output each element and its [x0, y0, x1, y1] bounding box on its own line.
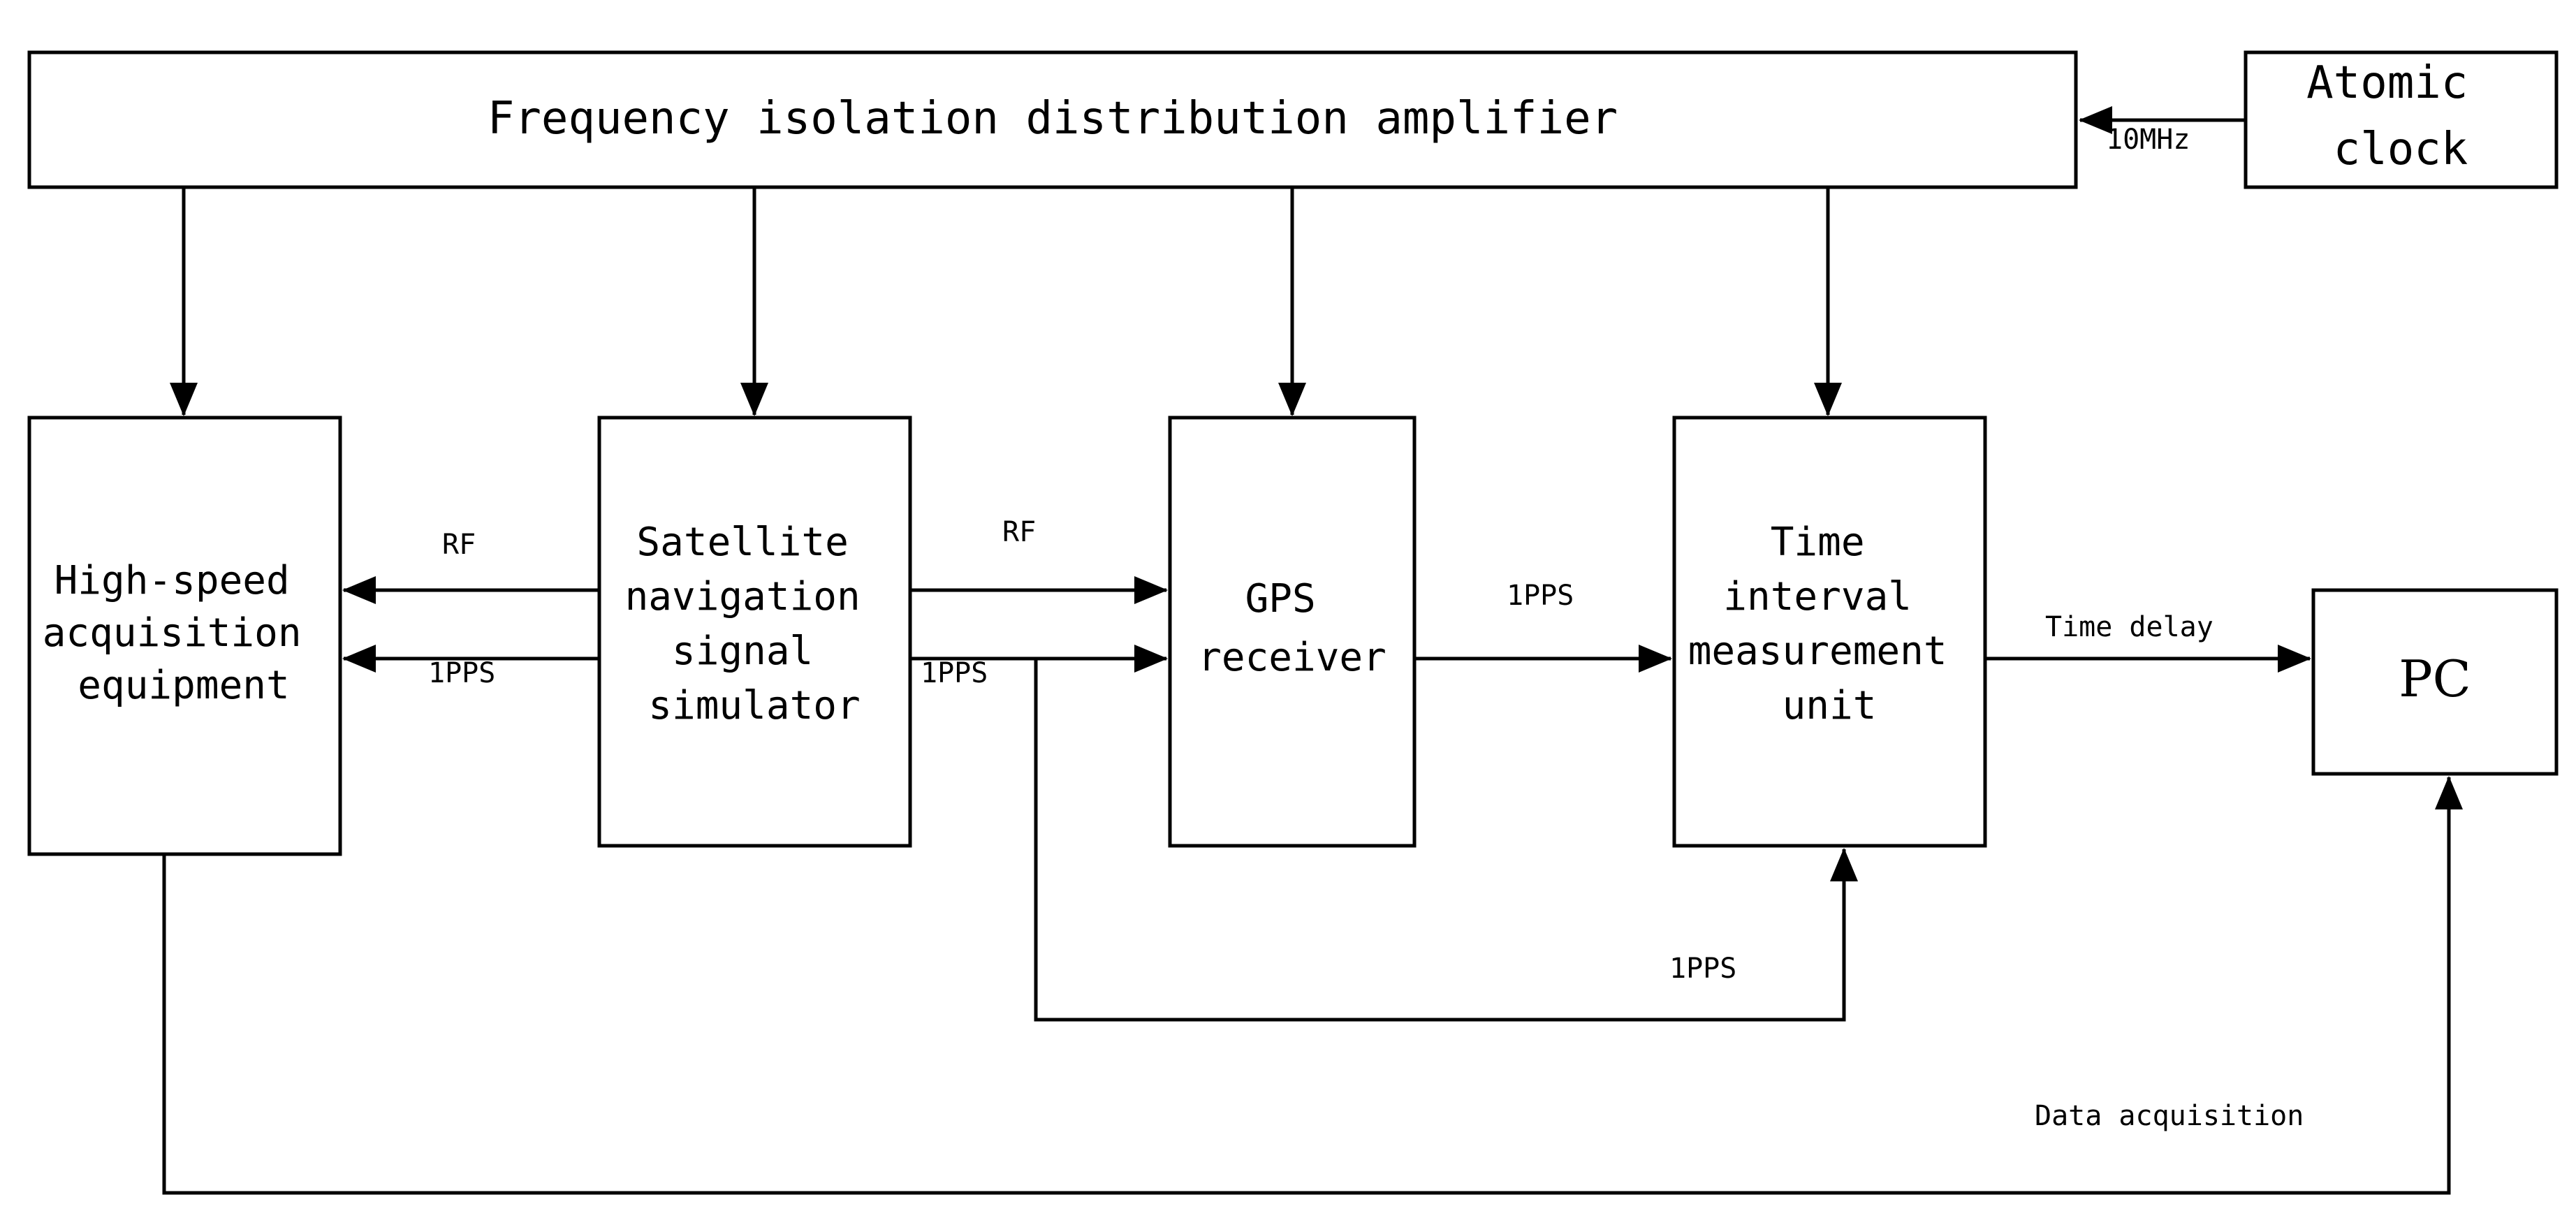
signal-rf-right-label: RF — [1002, 516, 1036, 548]
connector-pps-loop — [1034, 659, 1858, 1022]
hsae-block — [27, 416, 342, 856]
signal-rf-left-label: RF — [442, 529, 476, 561]
signal-data-acquisition-label: Data acquisition — [2035, 1100, 2304, 1132]
timu-label: Time interval measurement unit — [1688, 520, 1971, 728]
gps-label: GPS receiver — [1198, 576, 1386, 680]
signal-pps-right-label: 1PPS — [921, 657, 988, 689]
signal-pps-gps-timu-label: 1PPS — [1507, 580, 1574, 612]
pc-label: PC — [2399, 650, 2471, 708]
simulator-block — [597, 416, 912, 848]
atomic-clock-label: Atomic clock — [2306, 57, 2495, 175]
fida-block — [27, 50, 2078, 189]
signal-time-delay-label: Time delay — [2045, 611, 2213, 643]
gps-block — [1168, 416, 1417, 848]
timu-block — [1672, 416, 1987, 848]
hsae-label: High-speed acquisition equipment — [43, 558, 325, 708]
fida-label: Frequency isolation distribution amplifi… — [488, 93, 1618, 145]
connector-data-acquisition — [162, 776, 2463, 1195]
signal-10mhz-label: 10MHz — [2106, 124, 2190, 156]
pc-block — [2311, 588, 2559, 776]
simulator-label: Satellite navigation signal simulator — [625, 520, 884, 728]
signal-pps-bottom-label: 1PPS — [1669, 953, 1736, 985]
signal-pps-left-label: 1PPS — [428, 657, 495, 689]
